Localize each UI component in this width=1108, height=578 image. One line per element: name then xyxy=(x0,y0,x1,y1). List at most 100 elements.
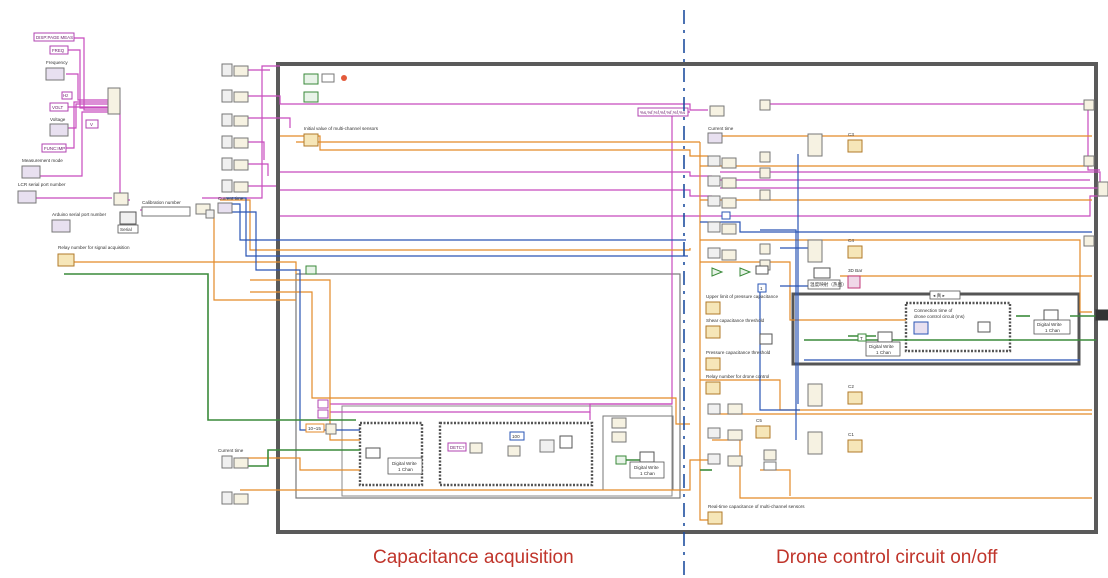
v-unit-label: V xyxy=(90,122,93,127)
calibration-control[interactable] xyxy=(142,207,190,216)
node xyxy=(304,74,318,84)
node xyxy=(616,456,626,464)
build-array-node xyxy=(108,88,120,114)
node xyxy=(708,454,720,464)
lcr-port-control[interactable] xyxy=(18,191,36,203)
measurement-mode-control[interactable] xyxy=(22,166,40,178)
detc-label: DETC? xyxy=(450,445,465,450)
node xyxy=(722,178,736,188)
node xyxy=(222,456,232,468)
c4-chart-terminal xyxy=(848,246,862,258)
node xyxy=(326,424,336,434)
shear-threshold-label: Shear capacitance threshold xyxy=(706,318,765,323)
connection-time-line2: drone control circuit (ms) xyxy=(914,314,965,319)
voltage-control[interactable] xyxy=(50,124,68,136)
realtime-label: Real-time capacitance of multi-channel s… xyxy=(708,504,805,509)
range-label: 10~15 xyxy=(308,426,321,431)
node xyxy=(222,64,232,76)
node xyxy=(756,266,768,274)
node xyxy=(764,462,776,470)
node xyxy=(764,450,776,460)
node xyxy=(722,250,736,260)
node xyxy=(808,384,822,406)
node xyxy=(1096,310,1108,320)
node xyxy=(612,418,626,428)
relay-drone-label: Relay number for drone control xyxy=(706,374,769,379)
digital-write-left-line1: Digital Write xyxy=(392,461,417,466)
measurement-mode-label: Measurement mode xyxy=(22,158,63,163)
node xyxy=(234,458,248,468)
voltage-label: Voltage xyxy=(50,117,66,122)
c3-label: C3 xyxy=(848,132,854,137)
node xyxy=(470,443,482,453)
frequency-control[interactable] xyxy=(46,68,64,80)
bar-3d-label: 3D Bar xyxy=(848,268,863,273)
shear-threshold-control[interactable] xyxy=(706,326,720,338)
node xyxy=(304,92,318,102)
node xyxy=(318,400,328,408)
c5-label: C5 xyxy=(756,418,762,423)
node xyxy=(1098,182,1108,196)
node xyxy=(708,176,720,186)
initial-value-label: Initial value of multi-channel sensors xyxy=(304,126,379,131)
node xyxy=(760,190,770,200)
caption-drone-control: Drone control circuit on/off xyxy=(776,547,997,569)
node xyxy=(728,430,742,440)
node xyxy=(808,432,822,454)
node xyxy=(222,136,232,148)
node xyxy=(708,156,720,166)
node xyxy=(728,404,742,414)
node xyxy=(1084,236,1094,246)
node xyxy=(710,106,724,116)
node xyxy=(540,440,554,452)
node xyxy=(708,404,720,414)
node xyxy=(1084,100,1094,110)
combo-label: 温度映射（热图） xyxy=(810,281,847,288)
pressure-threshold-control[interactable] xyxy=(706,358,720,370)
digital-write-right2-line2: 1 Chan xyxy=(1045,328,1060,333)
pressure-threshold-label: Pressure capacitance threshold xyxy=(706,350,771,355)
current-time-left-label: Current time xyxy=(218,196,244,201)
node xyxy=(808,134,822,156)
node xyxy=(760,334,772,344)
wait-node xyxy=(978,322,990,332)
upper-limit-control[interactable] xyxy=(706,302,720,314)
c3-chart-terminal xyxy=(848,140,862,152)
arduino-port-control[interactable] xyxy=(52,220,70,232)
arduino-port-label: Arduino serial port number xyxy=(52,212,107,217)
node xyxy=(234,92,248,102)
node xyxy=(708,248,720,258)
true-label: T xyxy=(860,336,863,341)
digital-write-right1-line2: 1 Chan xyxy=(876,350,891,355)
upper-limit-label: Upper limit of pressure capacitance xyxy=(706,294,778,299)
node xyxy=(234,66,248,76)
node xyxy=(722,224,736,234)
node xyxy=(222,90,232,102)
node xyxy=(234,494,248,504)
node xyxy=(222,158,232,170)
frequency-label: Frequency xyxy=(46,60,68,65)
c1-label: C1 xyxy=(848,432,854,437)
format-string-label: %s,%f,%f,%f,%f,%f,%s xyxy=(640,110,686,115)
bar-3d-terminal xyxy=(848,276,860,288)
c2-chart-terminal xyxy=(848,392,862,404)
calibration-label: Calibration number xyxy=(142,200,181,205)
node xyxy=(808,240,822,262)
diagram-background xyxy=(12,20,1108,530)
hz-label: Hz xyxy=(63,93,68,98)
relay-drone-control[interactable] xyxy=(706,382,720,394)
node xyxy=(306,266,316,274)
case-selector-label: ◂ 真 ▸ xyxy=(933,292,945,299)
node xyxy=(222,180,232,192)
current-time-right-indicator xyxy=(708,133,722,143)
node xyxy=(760,152,770,162)
relay-signal-control[interactable] xyxy=(58,254,74,266)
node xyxy=(222,492,232,504)
digital-write-left-line2: 1 Chan xyxy=(398,467,413,472)
node xyxy=(206,210,214,218)
node xyxy=(722,212,730,219)
serial-resource-node xyxy=(120,212,136,224)
current-time-left-indicator xyxy=(218,203,232,213)
connection-time-control[interactable] xyxy=(914,322,928,334)
